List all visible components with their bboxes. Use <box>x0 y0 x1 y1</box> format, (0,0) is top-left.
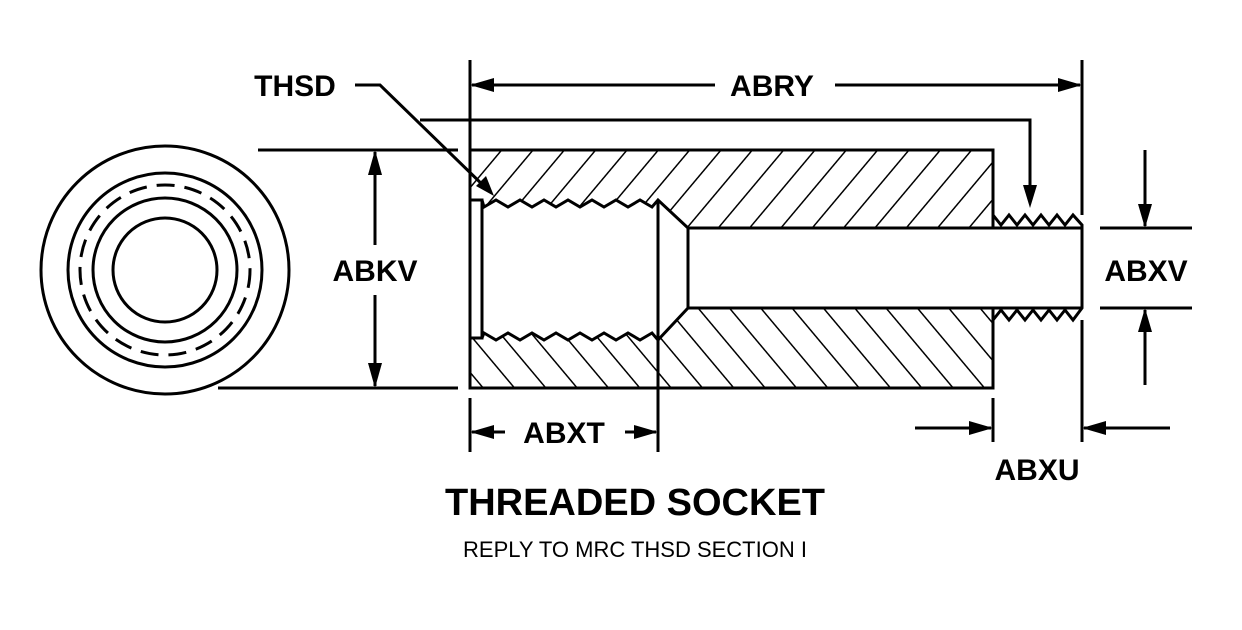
label-abxu: ABXU <box>994 454 1079 487</box>
label-abxt: ABXT <box>523 417 605 450</box>
upper-hatch <box>468 148 995 230</box>
end-view <box>39 144 291 396</box>
diagram-title: THREADED SOCKET <box>445 482 825 524</box>
stub-thread <box>991 210 1084 325</box>
label-abkv: ABKV <box>332 255 417 288</box>
counterbore <box>468 198 484 340</box>
diagram-subtitle: REPLY TO MRC THSD SECTION I <box>463 537 807 562</box>
label-thsd: THSD <box>254 70 336 103</box>
section-view <box>468 148 1084 390</box>
lower-hatch <box>468 306 995 390</box>
dimensions <box>218 60 1192 452</box>
label-abry: ABRY <box>730 70 814 103</box>
label-abxv: ABXV <box>1104 255 1187 288</box>
